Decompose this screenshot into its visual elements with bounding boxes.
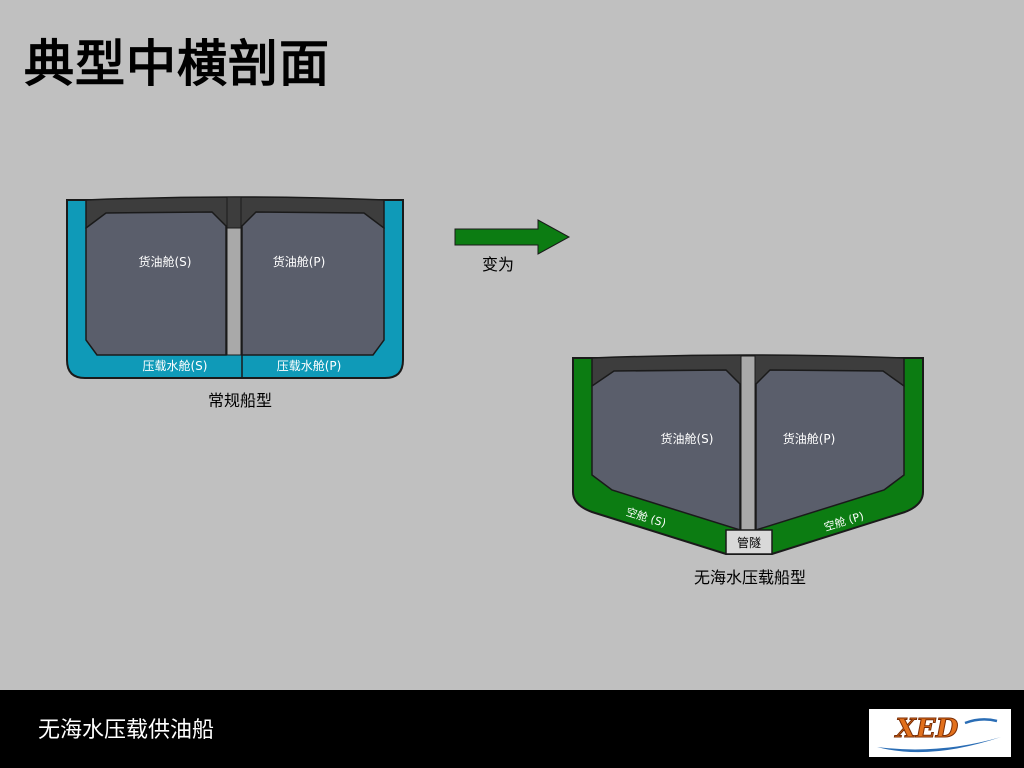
- label-ballast-free-cargo-tank-s: 货油舱(S): [661, 431, 714, 446]
- footer-bar: 无海水压载供油船: [0, 690, 1024, 768]
- company-logo: XED: [869, 709, 1011, 757]
- ballast-free-hull-section: 管隧 货油舱(S) 货油舱(P) 空舱 (S) 空舱 (P) 无海水压载船型: [572, 354, 924, 587]
- label-conventional-cargo-tank-p: 货油舱(P): [273, 254, 326, 269]
- logo-swoosh-icon: [964, 718, 998, 725]
- conventional-cargo-tank-s: [85, 211, 227, 356]
- label-conventional-cargo-tank-s: 货油舱(S): [139, 254, 192, 269]
- label-conventional-ballast-tank-p: 压载水舱(P): [277, 359, 342, 373]
- transition-arrow: 变为: [454, 219, 571, 274]
- caption-conventional: 常规船型: [208, 391, 272, 410]
- arrow-right-icon: [454, 219, 571, 255]
- logo-wave-icon: [877, 737, 1001, 753]
- ballast-free-cargo-tank-s: [591, 369, 741, 532]
- conventional-center-bulkhead: [226, 227, 242, 356]
- cross-section-diagram: 货油舱(S) 货油舱(P) 压载水舱(S) 压载水舱(P) 常规船型 变为 管隧…: [66, 196, 924, 587]
- conventional-cargo-tank-p: [241, 211, 385, 356]
- label-pipe-tunnel: 管隧: [737, 535, 761, 550]
- logo-text: XED: [894, 714, 959, 744]
- ballast-free-cargo-tank-p: [755, 369, 905, 532]
- pipe-tunnel-box: [725, 529, 773, 555]
- conventional-hull-section: 货油舱(S) 货油舱(P) 压载水舱(S) 压载水舱(P) 常规船型: [66, 196, 404, 410]
- conventional-center-deck-block: [226, 196, 242, 229]
- arrow-label: 变为: [482, 255, 514, 274]
- caption-ballast-free: 无海水压载船型: [694, 568, 806, 587]
- label-conventional-ballast-tank-s: 压载水舱(S): [143, 359, 208, 373]
- page-title: 典型中横剖面: [24, 34, 330, 93]
- label-ballast-free-cargo-tank-p: 货油舱(P): [783, 431, 836, 446]
- footer-title: 无海水压载供油船: [38, 718, 215, 743]
- ballast-free-center-bulkhead: [740, 355, 756, 531]
